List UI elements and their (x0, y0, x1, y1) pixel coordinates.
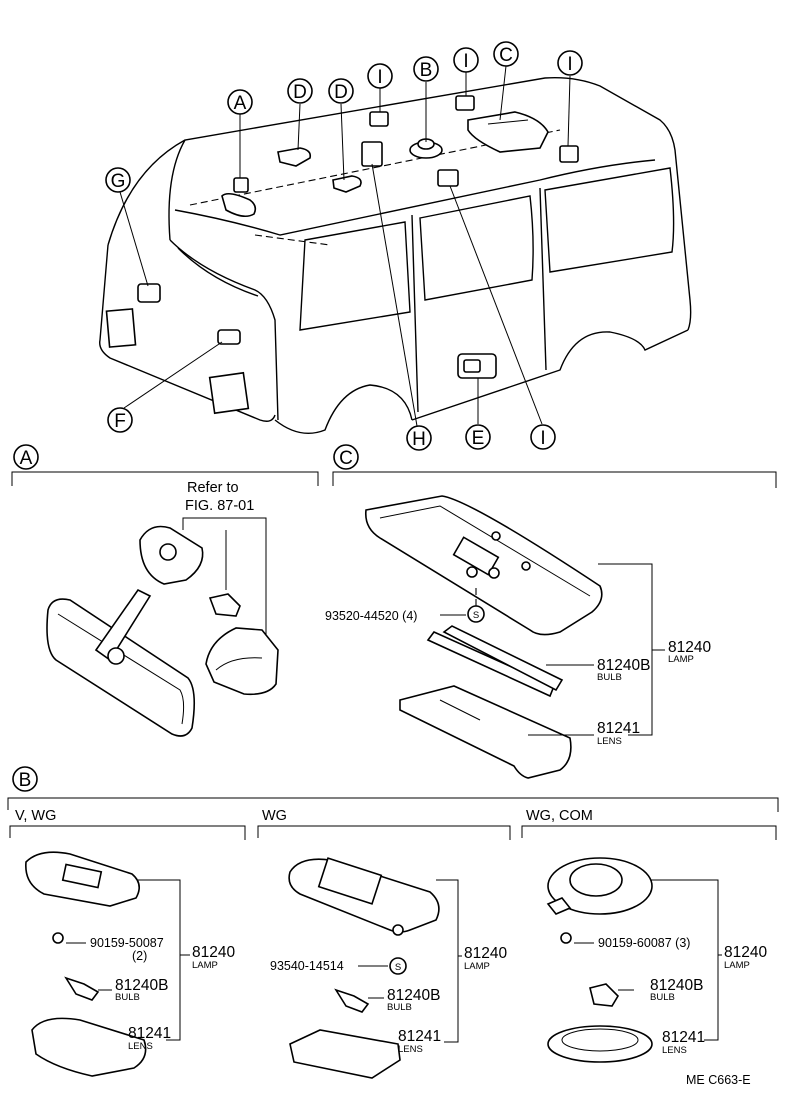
svg-text:E: E (472, 428, 485, 449)
b-group-2-header: WG (262, 808, 287, 824)
callout-D-2: D (328, 78, 354, 104)
b1-bulb-pn: 81240B (115, 977, 168, 994)
callout-I-1: I (367, 63, 393, 89)
section-c: C 93520-44520 (4) S 81240 LAMP 81240B BU… (325, 444, 777, 779)
section-b: B V, WG 90159-50087 (2) 81240 LAMP 81240… (7, 766, 779, 1087)
svg-text:D: D (334, 82, 348, 103)
callout-D-1: D (287, 78, 313, 104)
b2-screw-pn: 93540-14514 (270, 959, 344, 973)
b2-lens-label: LENS (398, 1044, 423, 1055)
b2-bulb-label: BULB (387, 1002, 412, 1013)
svg-text:I: I (567, 54, 572, 75)
b-group-3-header: WG, COM (526, 808, 593, 824)
callout-I-2: I (453, 47, 479, 73)
b3-bulb-pn: 81240B (650, 977, 703, 994)
callout-F: F (107, 407, 133, 433)
b1-bulb-label: BULB (115, 992, 140, 1003)
b3-lamp-pn: 81240 (724, 944, 767, 961)
b1-lamp-label: LAMP (192, 960, 218, 971)
callout-E: E (465, 424, 491, 450)
b1-lens-pn: 81241 (128, 1025, 171, 1042)
svg-text:A: A (234, 93, 247, 114)
section-c-letter: C (339, 448, 353, 469)
callout-I-4: I (530, 424, 556, 450)
callout-B: B (413, 56, 439, 82)
section-a: A Refer to FIG. 87-01 (11, 444, 319, 737)
c-screw-symbol: S (473, 610, 479, 621)
c-screw-pn: 93520-44520 (4) (325, 609, 417, 623)
section-a-letter: A (20, 448, 33, 469)
c-bulb-pn: 81240B (597, 657, 650, 674)
svg-text:I: I (377, 67, 382, 88)
c-bulb-label: BULB (597, 672, 622, 683)
callout-A: A (227, 89, 253, 115)
b3-screw-pn: 90159-60087 (3) (598, 936, 690, 950)
svg-text:I: I (463, 51, 468, 72)
refer-fig-label: FIG. 87-01 (185, 498, 254, 514)
callout-H: H (406, 425, 432, 451)
svg-text:H: H (412, 429, 426, 450)
b1-lamp-pn: 81240 (192, 944, 235, 961)
leader-lines (119, 65, 571, 427)
c-lamp-label: LAMP (668, 654, 694, 665)
b-group-2: WG 93540-14514 S 81240 LAMP 81240B BULB … (257, 808, 511, 1079)
b2-lens-pn: 81241 (398, 1028, 441, 1045)
callout-G: G (105, 167, 131, 193)
b2-lamp-pn: 81240 (464, 945, 507, 962)
svg-text:D: D (293, 82, 307, 103)
svg-text:F: F (114, 411, 126, 432)
svg-text:I: I (540, 428, 545, 449)
c-lens-pn: 81241 (597, 720, 640, 737)
b3-lens-label: LENS (662, 1045, 687, 1056)
figure-code: ME C663-E (686, 1073, 751, 1087)
b3-lamp-label: LAMP (724, 960, 750, 971)
c-lens-label: LENS (597, 736, 622, 747)
svg-text:G: G (111, 171, 126, 192)
svg-text:C: C (499, 45, 513, 66)
b-group-1-header: V, WG (15, 808, 56, 824)
b2-lamp-label: LAMP (464, 961, 490, 972)
refer-to-label: Refer to (187, 480, 239, 496)
section-b-letter: B (19, 770, 32, 791)
b3-bulb-label: BULB (650, 992, 675, 1003)
b3-lens-pn: 81241 (662, 1029, 705, 1046)
b-group-3: WG, COM 90159-60087 (3) 81240 LAMP 81240… (521, 808, 777, 1063)
c-lamp-pn: 81240 (668, 639, 711, 656)
van-overview (99, 76, 692, 434)
callout-I-3: I (557, 50, 583, 76)
b1-screw-qty: (2) (132, 949, 147, 963)
b1-lens-label: LENS (128, 1041, 153, 1052)
callout-C: C (493, 41, 519, 67)
b2-screw-symbol: S (395, 962, 401, 973)
b2-bulb-pn: 81240B (387, 987, 440, 1004)
svg-text:B: B (420, 60, 433, 81)
b1-screw-pn: 90159-50087 (90, 936, 164, 950)
b-group-1: V, WG 90159-50087 (2) 81240 LAMP 81240B … (9, 808, 246, 1077)
